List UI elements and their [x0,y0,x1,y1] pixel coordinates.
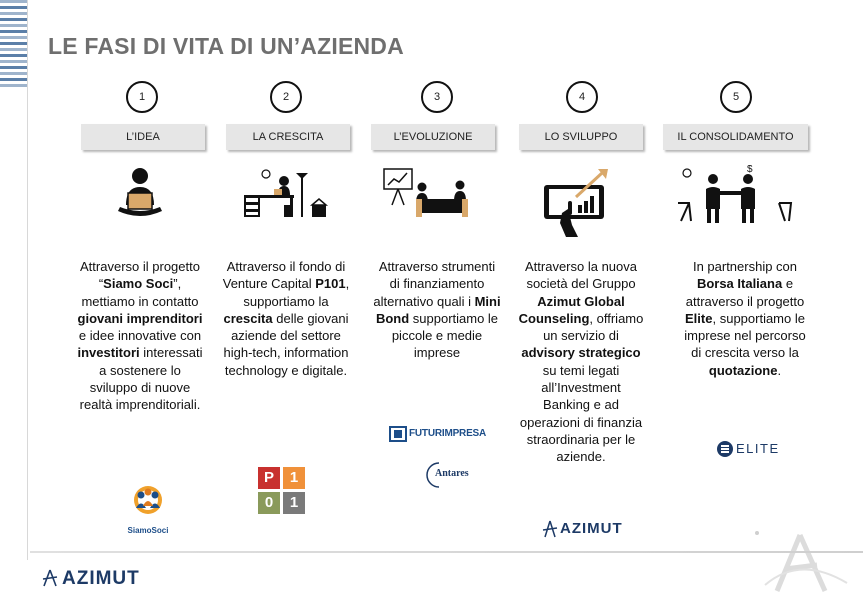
phase-description-3: Attraverso strumenti di finanziamento al… [372,258,502,362]
description-run: Attraverso strumenti di finanziamento al… [373,259,496,309]
page-title: LE FASI DI VITA DI UN’AZIENDA [48,33,404,59]
description-run: Attraverso il progetto “ [80,259,200,292]
antares-logo: Antares [425,459,483,489]
person-laptop-icon [118,168,162,216]
description-run: quotazione [708,362,778,378]
description-run: Mini Bond [375,293,501,326]
description-run: , supportiamo le imprese nel percorso di… [684,310,806,361]
phase-description-4: Attraverso la nuova società del Gruppo A… [516,258,646,466]
description-run: e idee innovative con [78,328,202,344]
p101-logo: P 1 0 1 [258,467,306,517]
description-run: investitori [77,345,140,361]
description-run: interessati a sostenere lo sviluppo di n… [79,345,203,413]
svg-text:$: $ [747,165,753,175]
meeting-presentation-icon [383,168,468,217]
description-run: In partnership con [692,259,798,274]
description-run: Attraverso la nuova società del Gruppo [524,259,637,292]
step-number-3: 3 [421,81,453,113]
description-run: advisory strategico [521,345,641,361]
description-run: ”, mettiamo in contatto [81,276,199,309]
step-number-1: 1 [126,81,158,113]
description-run: delle giovani aziende del settore high-t… [223,310,349,378]
phase-description-5: In partnership con Borsa Italiana e attr… [680,258,810,379]
description-run: Attraverso il fondo di Venture Capital [222,259,346,292]
description-run: su temi legati all’Investment Banking e … [519,362,643,465]
phase-label-1: L’IDEA [81,124,205,150]
description-run: Siamo Soci [103,276,174,292]
footer-brand: AZIMUT [62,568,140,589]
phase-label-4: LO SVILUPPO [519,124,643,150]
description-run: Borsa Italiana [696,276,783,292]
left-divider [27,0,28,560]
description-run: . [777,362,782,378]
phase-label-5: IL CONSOLIDAMENTO [663,124,808,150]
compass-watermark-icon [755,531,848,593]
description-run: Azimut Global Counseling [518,293,625,326]
phase-description-1: Attraverso il progetto “Siamo Soci”, met… [75,258,205,414]
step-number-4: 4 [566,81,598,113]
azimut-gc-logo: AZIMUT [541,520,631,542]
description-run: Elite [685,310,713,326]
phase-description-2: Attraverso il fondo di Venture Capital P… [221,258,351,379]
footer-divider [30,551,863,553]
azimut-compass-icon [42,569,58,587]
step-number-5: 5 [720,81,752,113]
futurimpresa-logo: FUTURIMPRESA [389,426,499,442]
description-run: crescita [223,310,273,326]
step-number-2: 2 [270,81,302,113]
tablet-chart-icon [544,169,608,237]
description-run: , supportiamo la [243,276,350,309]
description-run: e attraverso il progetto [685,276,805,309]
phase-label-2: LA CRESCITA [226,124,350,150]
siamosoci-logo: SiamoSoci [127,484,169,536]
office-desk-icon [244,169,329,217]
elite-logo: ELITE [716,439,786,461]
handshake-deal-icon: $ [678,165,793,223]
description-run: giovani imprenditori [77,310,203,326]
decorative-stripes [0,0,27,100]
description-run: , offriamo un servizio di [543,310,644,344]
description-run: supportiamo le piccole e medie imprese [391,310,499,361]
description-run: P101 [315,276,346,292]
phase-label-3: L’EVOLUZIONE [371,124,495,150]
